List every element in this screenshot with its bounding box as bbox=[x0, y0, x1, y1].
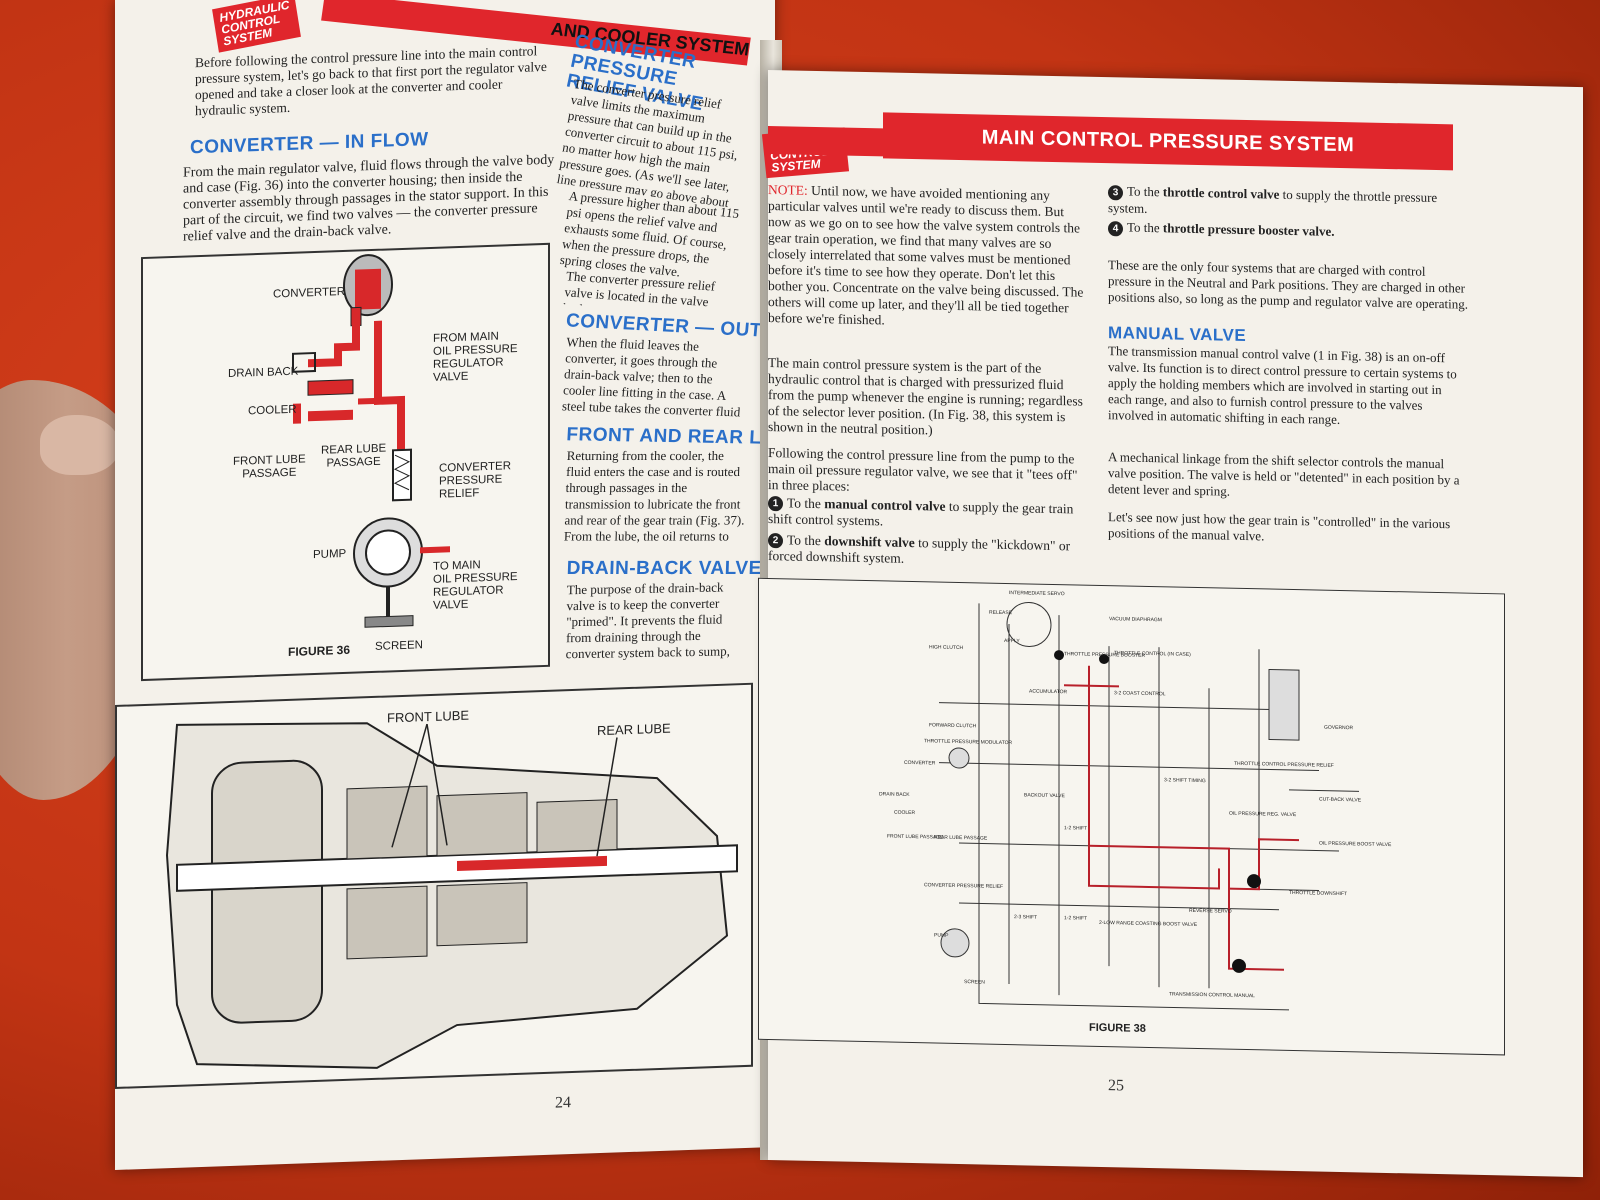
converter-in-flow-heading: CONVERTER — IN FLOW bbox=[190, 129, 429, 159]
page-left: AND COOLER SYSTEM HYDRAULIC CONTROL SYST… bbox=[115, 0, 826, 1171]
fig36-front-lube-label: FRONT LUBE PASSAGE bbox=[233, 453, 306, 481]
bullet-4: 4 bbox=[1108, 220, 1123, 236]
fig38-label-drain-back: DRAIN BACK bbox=[879, 791, 910, 798]
fig38-label-screen: SCREEN bbox=[964, 979, 985, 986]
out-flow-text: When the fluid leaves the converter, it … bbox=[561, 334, 741, 420]
converter-in-flow-text: From the main regulator valve, fluid flo… bbox=[183, 152, 555, 245]
fig38-label-intermediate-servo: INTERMEDIATE SERVO bbox=[1009, 590, 1065, 598]
item-3-pre: To the bbox=[1127, 183, 1163, 200]
manual-valve-text-2: A mechanical linkage from the shift sele… bbox=[1108, 449, 1460, 499]
control-pressure-lines bbox=[1064, 665, 1299, 971]
fig38-label-rear-lube: REAR LUBE PASSAGE bbox=[934, 834, 988, 842]
fig37-front-lube-label: FRONT LUBE bbox=[387, 707, 470, 726]
left-section-tag: HYDRAULIC CONTROL SYSTEM bbox=[212, 0, 301, 53]
drain-back-text: The purpose of the drain-back valve is t… bbox=[565, 579, 731, 662]
front-rear-lube-text: Returning from the cooler, the fluid ent… bbox=[563, 448, 745, 544]
note-text: Until now, we have avoided mentioning an… bbox=[768, 182, 1084, 328]
fig38-label-apply: APPLY bbox=[1004, 637, 1020, 645]
left-intro: Before following the control pressure li… bbox=[195, 43, 547, 119]
converter-drawing bbox=[343, 254, 393, 327]
item-4-bold: throttle pressure booster valve. bbox=[1162, 220, 1335, 239]
relief-valve-text-1: The converter pressure relief valve limi… bbox=[556, 75, 739, 208]
transmission-cross-section bbox=[165, 722, 738, 1069]
fluid-path bbox=[308, 321, 360, 368]
item-1-pre: To the bbox=[787, 495, 825, 512]
fig38-label-1-2-shift-top: 1-2 SHIFT bbox=[1064, 825, 1088, 832]
fig38-label-shift-timing: 3-2 SHIFT TIMING bbox=[1164, 777, 1206, 785]
right-page-title: MAIN CONTROL PRESSURE SYSTEM bbox=[883, 112, 1453, 171]
fig38-label-governor: GOVERNOR bbox=[1324, 724, 1354, 732]
bullet-1: 1 bbox=[768, 496, 783, 512]
note-label: NOTE: bbox=[768, 182, 808, 198]
fig38-label-backout: BACKOUT VALVE bbox=[1024, 792, 1065, 800]
fig38-label-reverse-servo: REVERSE SERVO bbox=[1189, 907, 1232, 915]
page-right: HYDRAULIC CONTROL SYSTEM MAIN CONTROL PR… bbox=[758, 70, 1583, 1178]
hydraulic-circuit-diagram bbox=[939, 601, 1359, 1011]
fig36-rear-lube-label: REAR LUBE PASSAGE bbox=[321, 442, 387, 470]
fig38-label-forward-clutch: FORWARD CLUTCH bbox=[929, 722, 977, 730]
fig38-label-1-2-shift: 1-2 SHIFT bbox=[1064, 915, 1088, 922]
fig38-label-vacuum: VACUUM DIAPHRAGM bbox=[1109, 616, 1162, 624]
figure-36-diagram bbox=[292, 254, 450, 628]
item-3-bold: throttle control valve bbox=[1162, 184, 1280, 202]
manual-valve-text-1: The transmission manual control valve (1… bbox=[1108, 343, 1457, 427]
item-2-bold: downshift valve bbox=[824, 533, 915, 551]
fig36-screen-label: SCREEN bbox=[375, 639, 423, 653]
item-4-pre: To the bbox=[1127, 219, 1163, 236]
main-control-para-1: The main control pressure system is the … bbox=[768, 355, 1083, 438]
note-paragraph: NOTE: Until now, we have avoided mention… bbox=[768, 182, 1088, 333]
right-banner-stub bbox=[768, 126, 883, 157]
figure-38-caption: FIGURE 38 bbox=[1089, 1021, 1146, 1035]
figure-36-caption: FIGURE 36 bbox=[288, 642, 351, 659]
item-2-pre: To the bbox=[787, 532, 825, 549]
fig36-converter-label: CONVERTER bbox=[273, 285, 345, 301]
fig36-cooler-label: COOLER bbox=[248, 403, 297, 418]
fig36-relief-label: CONVERTER PRESSURE RELIEF bbox=[439, 460, 511, 501]
fig38-label-accumulator: ACCUMULATOR bbox=[1029, 688, 1068, 696]
figure-37: FRONT LUBE REAR LUBE bbox=[115, 682, 753, 1089]
fig38-label-high-clutch: HIGH CLUTCH bbox=[929, 644, 964, 652]
fig38-label-coast-control: 3-2 COAST CONTROL bbox=[1114, 690, 1166, 698]
figure-38: INTERMEDIATE SERVO RELEASE APPLY VACUUM … bbox=[758, 577, 1505, 1056]
figure-36: CONVERTER FROM MAIN OIL PRESSURE REGULAT… bbox=[141, 242, 550, 682]
thumb bbox=[40, 415, 120, 475]
bullet-2: 2 bbox=[768, 533, 783, 549]
fig36-pump-label: PUMP bbox=[313, 547, 347, 562]
fig36-to-main-label: TO MAIN OIL PRESSURE REGULATOR VALVE bbox=[433, 559, 518, 612]
fig38-label-cutback: CUT-BACK VALVE bbox=[1319, 796, 1362, 804]
fig38-label-cooler: COOLER bbox=[894, 809, 916, 817]
bullet-3: 3 bbox=[1108, 184, 1123, 200]
fig38-label-2-3-shift: 2-3 SHIFT bbox=[1014, 914, 1038, 921]
fig38-label-release: RELEASE bbox=[989, 609, 1013, 617]
fig38-label-pump: PUMP bbox=[934, 932, 949, 939]
fig36-from-main-label: FROM MAIN OIL PRESSURE REGULATOR VALVE bbox=[433, 330, 518, 384]
charged-systems-para: These are the only four systems that are… bbox=[1108, 257, 1468, 312]
fig38-label-throttle-downshift: THROTTLE DOWNSHIFT bbox=[1289, 889, 1348, 898]
right-page-number: 25 bbox=[1108, 1077, 1124, 1095]
drain-back-heading: DRAIN-BACK VALVE bbox=[566, 558, 763, 580]
left-page-number: 24 bbox=[555, 1094, 571, 1112]
fig37-rear-lube-label: REAR LUBE bbox=[597, 720, 671, 739]
fig38-label-converter: CONVERTER bbox=[904, 759, 936, 767]
main-control-para-2: Following the control pressure line from… bbox=[768, 445, 1078, 494]
item-1-bold: manual control valve bbox=[824, 496, 946, 514]
fig36-drain-back-label: DRAIN BACK bbox=[228, 365, 299, 381]
manual-valve-text-3: Let's see now just how the gear train is… bbox=[1108, 509, 1451, 544]
